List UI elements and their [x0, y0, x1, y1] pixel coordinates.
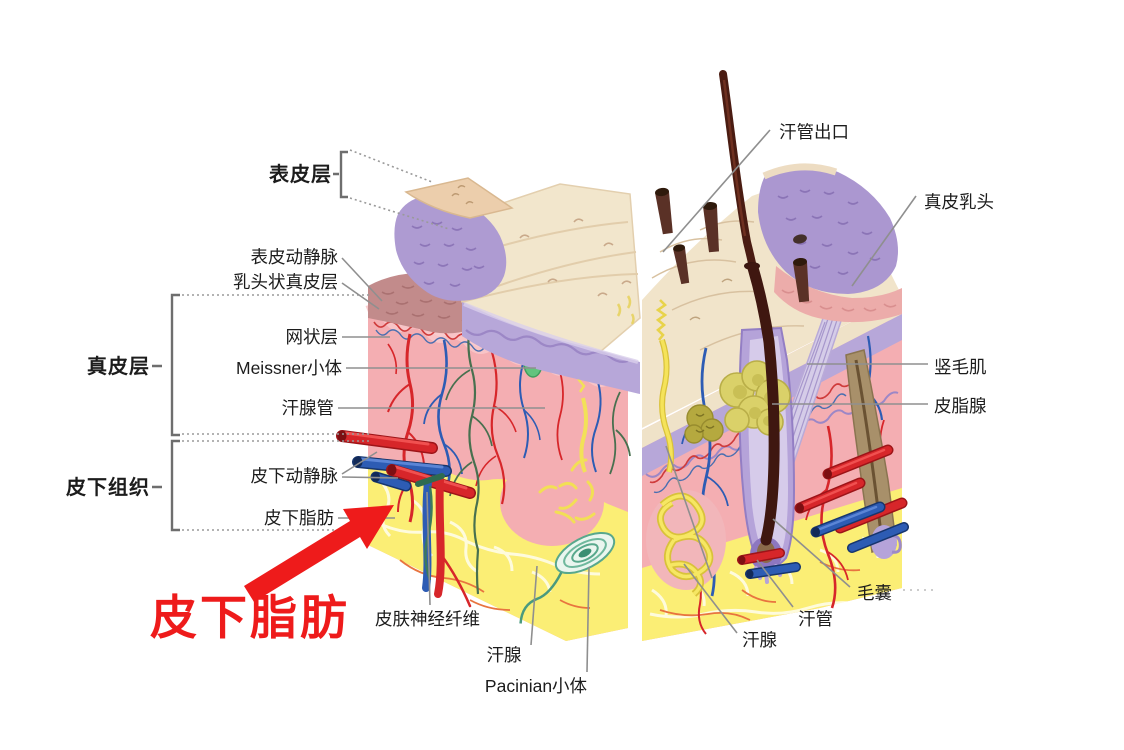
- label-subcutaneous-tissue: 皮下组织: [66, 475, 150, 499]
- label-dermal-papilla: 真皮乳头: [924, 192, 994, 212]
- left-epidermis-base-band: [462, 302, 640, 394]
- leader-sweat-gland-right: [683, 563, 738, 634]
- left-sweat-duct: [579, 397, 588, 473]
- leader-sweat-gland-right-upper: [665, 445, 713, 579]
- label-dermis-layer: 真皮层: [87, 354, 150, 378]
- left-dermal-bulge: [500, 458, 604, 546]
- leader-dermal-papilla: [851, 195, 917, 287]
- sweat-pore-hole: [793, 234, 807, 244]
- pacinian-corpuscle-illustration: [519, 531, 616, 624]
- label-meissner: Meissner小体: [236, 358, 342, 378]
- leader-subcutaneous-vessels: [341, 451, 399, 479]
- leader-pacinian: [586, 566, 590, 673]
- label-subcutaneous-fat-highlight: 皮下脂肪: [150, 591, 350, 644]
- label-subcutaneous-vessels: 皮下动静脉: [251, 466, 339, 486]
- label-epidermal-vessels: 表皮动静脉: [251, 247, 339, 267]
- hair-shaft: [719, 70, 780, 546]
- leader-sweat-duct: [756, 559, 794, 608]
- label-papillary-dermis: 乳头状真皮层: [233, 272, 338, 292]
- label-pacinian: Pacinian小体: [485, 676, 588, 696]
- hair-stubs: [655, 187, 810, 303]
- left-skin-block: [336, 177, 641, 641]
- label-reticular-layer: 网状层: [286, 327, 339, 347]
- right-vessel-tubes: [737, 444, 909, 579]
- subcutaneous-bracket: [152, 439, 180, 532]
- label-sebaceous-gland: 皮脂腺: [934, 396, 987, 416]
- labels: 表皮层 表皮动静脉 乳头状真皮层 网状层 Meissner小体 汗腺管 真皮层 …: [66, 122, 994, 696]
- leader-epidermal-vessels: [341, 257, 383, 302]
- label-sweat-duct: 汗管: [798, 609, 833, 629]
- label-hair-follicle: 毛囊: [857, 583, 892, 603]
- right-lifted-flap: [758, 163, 898, 294]
- dermal-papillae-crater: [774, 266, 902, 323]
- label-sweat-gland-left: 汗腺: [487, 645, 522, 665]
- label-skin-nerve-fibers: 皮肤神经纤维: [375, 609, 480, 629]
- right-skin-block: [642, 70, 909, 641]
- label-arrector-pili: 竖毛肌: [934, 357, 987, 377]
- dermis-bracket: [152, 293, 180, 437]
- leader-papillary-dermis: [341, 282, 380, 310]
- label-sweat-duct-outlet: 汗管出口: [779, 122, 849, 142]
- label-sweat-gland-right: 汗腺: [742, 630, 777, 650]
- leader-sweat-gland-left: [530, 565, 538, 646]
- leader-sweat-duct-outlet: [662, 129, 771, 253]
- epidermis-bracket: [333, 150, 348, 199]
- cut-nerve-stub: [415, 473, 445, 487]
- left-nerve-fibers: [445, 309, 631, 595]
- leader-skin-nerve: [426, 491, 431, 606]
- label-sweat-gland-duct: 汗腺管: [282, 398, 335, 418]
- leader-hair-follicle: [772, 518, 851, 588]
- epidermis-sheet: [445, 183, 641, 353]
- highlight-arrow: [244, 505, 394, 602]
- label-epidermis-layer: 表皮层: [269, 162, 332, 186]
- label-subcutaneous-fat: 皮下脂肪: [264, 508, 334, 528]
